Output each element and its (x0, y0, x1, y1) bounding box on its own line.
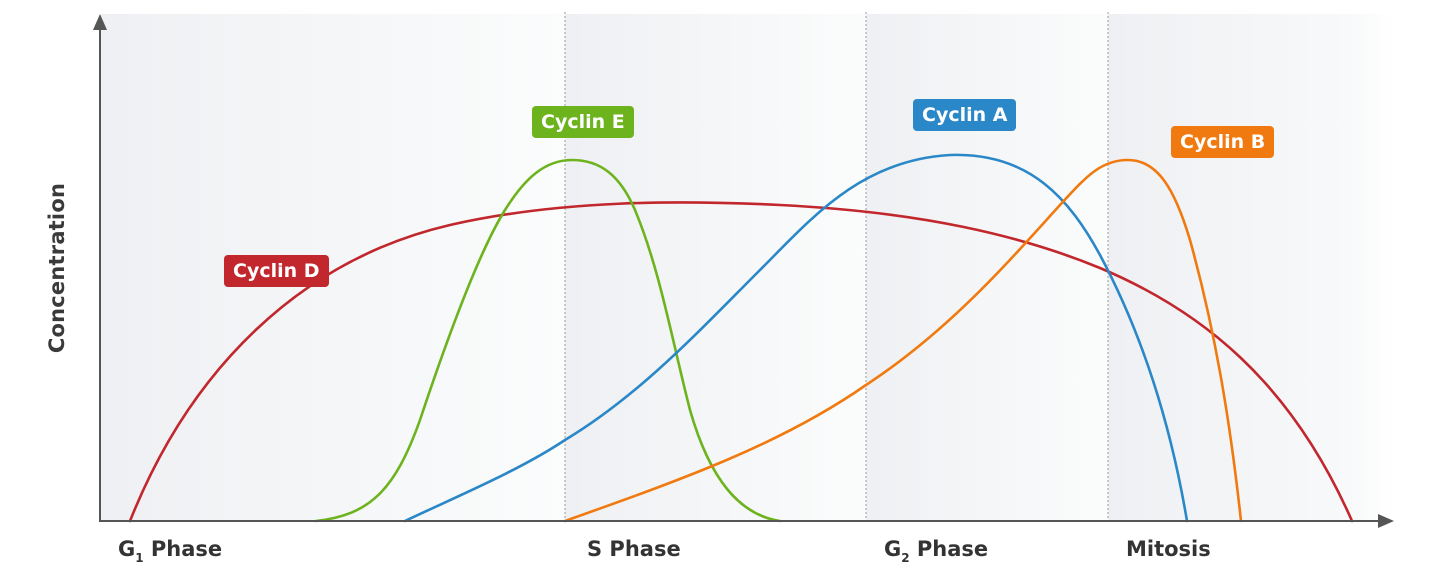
curve-cyclin-a (403, 153, 1189, 523)
x-label-g1-rest: Phase (143, 537, 223, 561)
x-label-g2-sub: 2 (901, 551, 910, 565)
x-label-s-main: S Phase (587, 537, 681, 561)
band-g1 (101, 14, 565, 521)
curve-cyclin-d (128, 201, 1354, 523)
x-axis-arrow-icon (1378, 514, 1394, 528)
y-axis-label: Concentration (45, 182, 69, 354)
x-label-mitosis-main: Mitosis (1126, 537, 1211, 561)
curve-cyclin-e (314, 158, 782, 523)
x-label-g1-phase: G1 Phase (118, 537, 222, 565)
x-label-g1-sub: 1 (135, 551, 144, 565)
y-axis-arrow-icon (93, 14, 107, 30)
x-label-g2-main: G (884, 537, 902, 561)
label-cyclin-d: Cyclin D (224, 255, 329, 287)
band-g2 (866, 14, 1108, 521)
axes (93, 14, 1394, 528)
x-label-mitosis: Mitosis (1126, 537, 1211, 561)
x-label-s-phase: S Phase (587, 537, 681, 561)
curve-cyclin-b (563, 158, 1243, 523)
x-label-g2-phase: G2 Phase (884, 537, 988, 565)
label-cyclin-a: Cyclin A (913, 99, 1017, 131)
band-mitosis (1108, 14, 1393, 521)
label-cyclin-e: Cyclin E (532, 106, 634, 138)
phase-dividers (564, 12, 1109, 521)
x-label-g1-main: G (118, 537, 136, 561)
x-label-g2-rest: Phase (909, 537, 989, 561)
band-s (565, 14, 866, 521)
label-cyclin-b: Cyclin B (1171, 126, 1275, 158)
